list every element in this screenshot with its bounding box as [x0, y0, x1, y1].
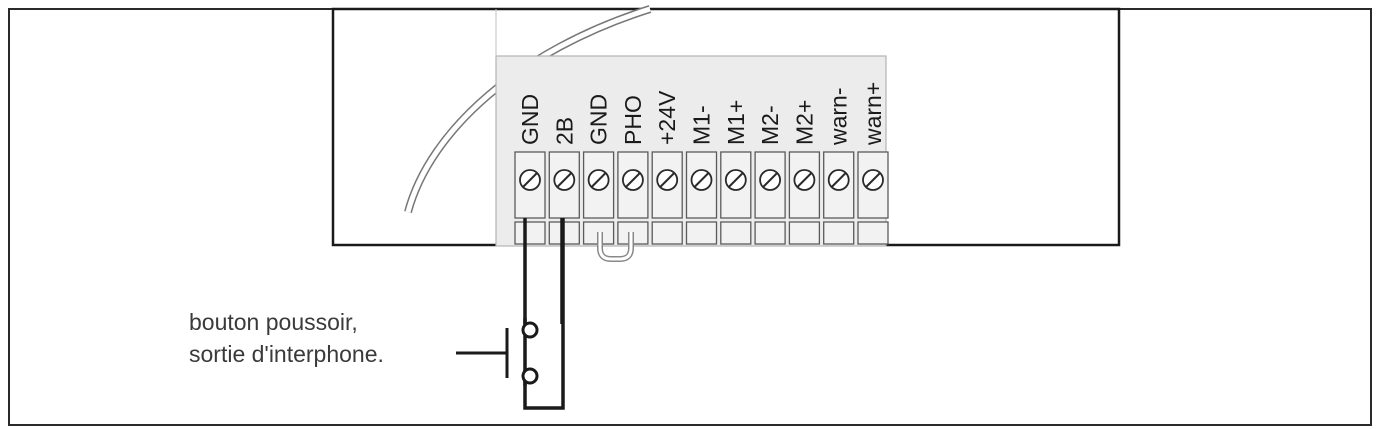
terminal-label: 2B [551, 117, 577, 145]
terminal-labels: GND 2B GND PHO +24V M1- M1+ M2- M2+ warn-warn+ [517, 82, 886, 146]
terminal-label: GND [586, 94, 612, 145]
terminal-label: +24V [654, 90, 680, 145]
cable [404, 5, 652, 214]
terminal-label: M1- [689, 105, 715, 145]
terminal-block [788, 151, 821, 245]
terminal-block [685, 151, 718, 245]
contact-top [521, 321, 539, 339]
contact-bottom [521, 367, 539, 385]
terminal-block [582, 151, 615, 245]
terminal-blocks [514, 151, 889, 245]
push-button-symbol [456, 318, 539, 386]
terminal-block [720, 151, 752, 245]
terminal-label: warn+ [860, 82, 886, 146]
terminal-block [514, 151, 546, 245]
push-button-wiring [523, 218, 565, 410]
terminal-block [857, 151, 889, 245]
terminal-label: warn- [826, 87, 852, 146]
terminal-label: M2- [757, 105, 783, 145]
terminal-block [651, 151, 683, 245]
terminal-label: M1+ [723, 100, 749, 145]
terminal-label: PHO [620, 95, 646, 145]
terminal-block [823, 151, 855, 245]
terminal-label: GND [517, 94, 543, 145]
caption-line-1: bouton poussoir, [189, 309, 358, 335]
terminal-label: M2+ [791, 100, 817, 145]
terminal-block [754, 151, 786, 245]
caption-line-2: sortie d'interphone. [189, 341, 384, 367]
terminal-block [617, 151, 649, 245]
